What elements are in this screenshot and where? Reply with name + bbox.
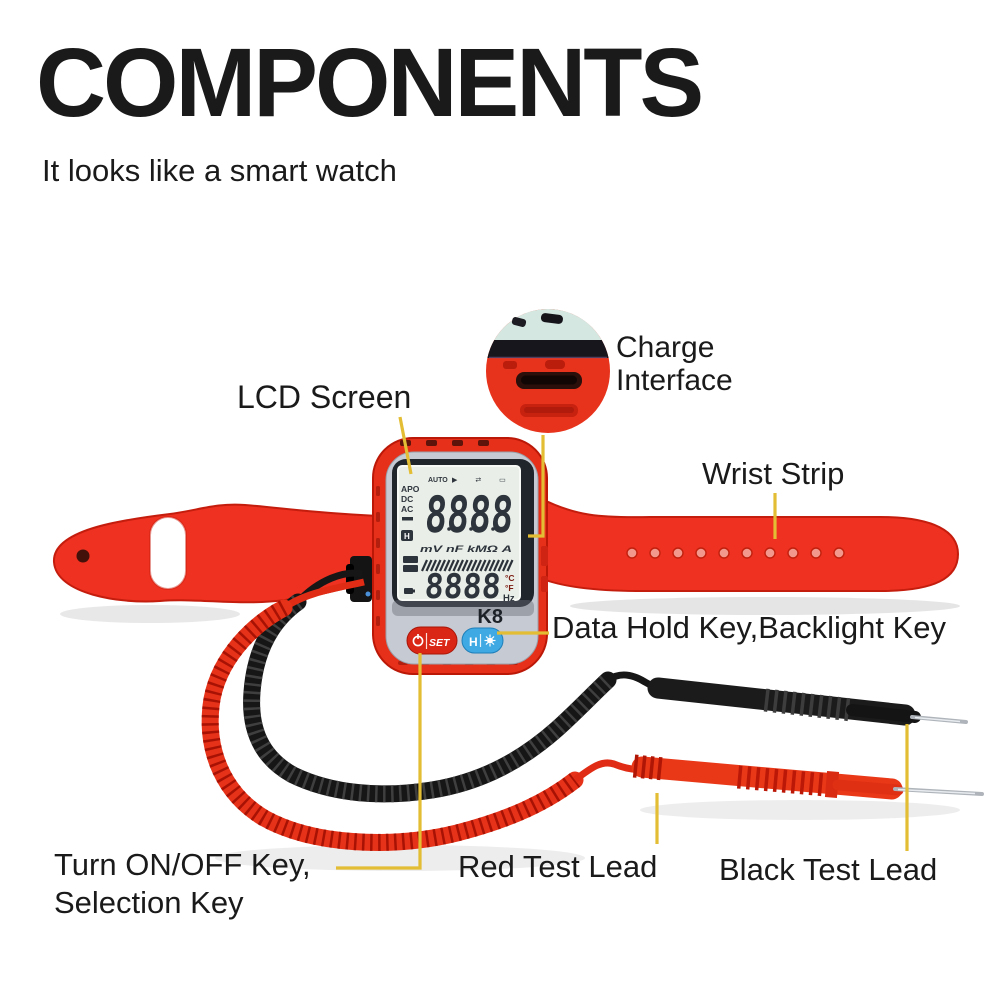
multimeter-body: AUTO ▶ ⇄ ▭ APO DC AC H 8888 mV nF kMΩ A … <box>372 437 548 675</box>
label-black-test-lead: Black Test Lead <box>719 852 938 887</box>
lcd-celsius: °C <box>505 573 515 583</box>
power-set-key: SET <box>406 626 458 655</box>
black-probe <box>647 677 968 726</box>
charge-interface-detail <box>486 308 610 433</box>
lcd-callout-line <box>398 416 413 475</box>
lcd-hz: Hz <box>503 593 515 604</box>
label-wrist-strip: Wrist Strip <box>702 456 845 491</box>
battery-icon <box>404 588 413 594</box>
side-buttons <box>541 546 548 592</box>
svg-text:SET: SET <box>429 637 451 649</box>
hold-backlight-key: H <box>461 627 504 654</box>
onoff-callout-line <box>336 653 422 870</box>
page-title: COMPONENTS <box>36 28 704 137</box>
lcd-sub-digits: 8888 <box>423 567 502 607</box>
lcd-bargraph <box>403 556 514 572</box>
charge-callout-line <box>528 435 545 538</box>
label-lcd-screen: LCD Screen <box>237 379 412 415</box>
lcd-hold-badge <box>401 530 413 541</box>
strap-buckle-slot <box>149 516 187 590</box>
shadows <box>60 597 960 871</box>
lcd-apo-indicator: APO <box>401 484 420 494</box>
label-red-test-lead: Red Test Lead <box>458 849 658 884</box>
wrist-strip <box>539 496 960 592</box>
label-onoff-selection: Turn ON/OFF Key, Selection Key <box>54 847 311 920</box>
red-probe <box>631 754 984 800</box>
backlight-icon <box>484 634 496 647</box>
model-label: K8 <box>477 606 503 628</box>
page-subtitle: It looks like a smart watch <box>42 153 397 188</box>
black-test-lead <box>243 569 968 803</box>
lcd-units-row: mV nF kMΩ A <box>420 544 512 555</box>
lcd-main-digits: 8888 <box>423 486 515 544</box>
callout-lines <box>336 416 909 870</box>
red-test-lead <box>201 578 984 851</box>
lcd-ac-indicator: AC <box>401 504 413 514</box>
svg-text:H: H <box>469 635 478 649</box>
lcd-status-icons: ▶ ⇄ ▭ <box>452 477 514 484</box>
strap-adjustment-holes <box>626 547 845 559</box>
lcd-auto-indicator: AUTO <box>428 477 448 484</box>
lcd-dc-indicator: DC <box>401 494 413 504</box>
left-strap <box>52 503 379 604</box>
svg-text:H: H <box>404 532 410 541</box>
label-data-hold-backlight: Data Hold Key,Backlight Key <box>552 610 947 645</box>
lcd-fahrenheit: °F <box>505 583 514 593</box>
lcd-sub-display: 8888 °C °F Hz <box>404 567 515 607</box>
lcd-screen: AUTO ▶ ⇄ ▭ APO DC AC H 8888 mV nF kMΩ A … <box>397 465 521 607</box>
label-charge-interface: Charge Interface <box>616 331 733 397</box>
lcd-minus-sign <box>402 517 413 521</box>
strap-pin-hole <box>76 549 90 563</box>
